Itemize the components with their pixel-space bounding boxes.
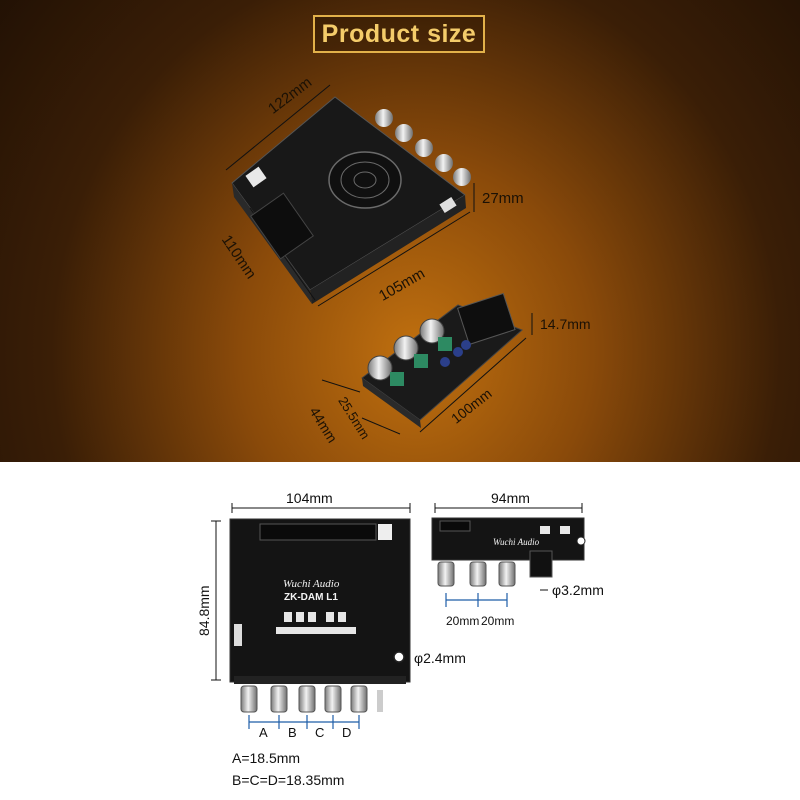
- knob-label-c: C: [315, 725, 325, 740]
- module-side-view: [431, 503, 586, 607]
- side-brand: Wuchi Audio: [493, 537, 540, 547]
- formula-bcd: B=C=D=18.35mm: [232, 772, 345, 788]
- board-model: ZK-DAM L1: [284, 592, 338, 603]
- terminal-block: [250, 192, 314, 260]
- main-board-iso: [225, 84, 475, 307]
- tone-module-iso: [321, 292, 533, 435]
- mounting-hole-icon: [393, 651, 405, 663]
- title-box: Product size: [313, 15, 485, 53]
- dim-hole-large: φ3.2mm: [552, 582, 604, 598]
- dim-hole-small: φ2.4mm: [414, 650, 466, 666]
- page-title: Product size: [321, 19, 477, 48]
- knob-label-a: A: [259, 725, 268, 740]
- dim-back-width: 104mm: [286, 490, 333, 506]
- dim-back-height: 84.8mm: [196, 585, 212, 636]
- dim-spacing-1: 20mm: [446, 614, 480, 628]
- dim-line-122: [225, 84, 331, 171]
- dim-line-105: [317, 211, 471, 307]
- dim-side-width: 94mm: [491, 490, 530, 506]
- board-knobs: [375, 109, 471, 186]
- formula-a: A=18.5mm: [232, 750, 301, 766]
- board-brand: Wuchi Audio: [283, 578, 340, 590]
- side-hole-icon: [576, 536, 586, 546]
- logo-ring: [328, 151, 402, 209]
- dim-height: 27mm: [482, 190, 524, 207]
- back-knobs: [240, 685, 383, 713]
- board-back-view: [211, 503, 411, 729]
- dim-module-height: 14.7mm: [540, 316, 591, 332]
- knob-label-b: B: [288, 725, 297, 740]
- knob-label-d: D: [342, 725, 352, 740]
- dim-spacing-2: 20mm: [481, 614, 515, 628]
